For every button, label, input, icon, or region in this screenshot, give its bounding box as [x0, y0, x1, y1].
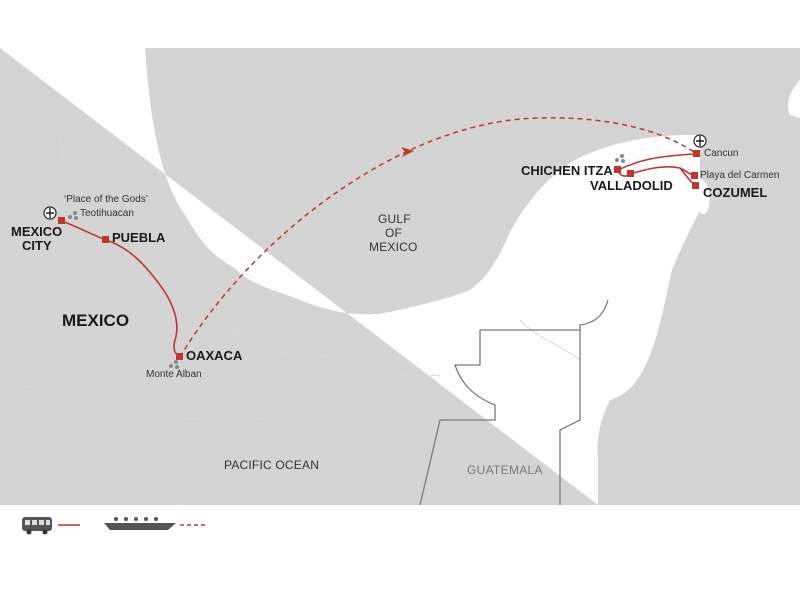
cozumel-island — [696, 178, 710, 215]
sea-label-gulf-line1: GULF — [378, 212, 411, 226]
stop-marker-icon — [693, 150, 700, 157]
airport-icon — [43, 206, 57, 220]
city-label-playa-del-carmen: Playa del Carmen — [700, 170, 780, 181]
pacific-ocean — [0, 386, 405, 505]
city-label-cozumel: COZUMEL — [703, 185, 768, 200]
city-label-mexico-city-line1: MEXICO — [11, 224, 63, 239]
direction-arrow-icon — [401, 147, 414, 157]
stop-marker-icon — [614, 166, 621, 173]
site-label-monte-alban: Monte Alban — [146, 369, 202, 380]
cuba-landmass — [788, 80, 800, 118]
borders — [419, 299, 609, 506]
stop-marker-icon — [692, 182, 699, 189]
bus-icon — [22, 517, 52, 535]
legend — [22, 517, 206, 535]
stop-marker-icon — [102, 236, 109, 243]
archaeological-site-icons — [68, 154, 625, 369]
sea-label-pacific: PACIFIC OCEAN — [224, 458, 320, 472]
city-label-oaxaca: OAXACA — [186, 348, 243, 363]
archaeological-site-icon — [615, 154, 625, 163]
archaeological-site-icon — [68, 211, 78, 220]
city-label-cancun: Cancun — [704, 148, 739, 159]
city-label-mexico-city-line2: CITY — [22, 238, 52, 253]
stop-marker-icon — [627, 170, 634, 177]
city-label-chichen-itza: CHICHEN ITZA — [521, 163, 613, 178]
sea-label-gulf-line3: MEXICO — [369, 240, 418, 254]
stop-marker-icon — [58, 217, 65, 224]
stop-marker-icon — [176, 353, 183, 360]
sea-label-gulf-line2: OF — [385, 226, 403, 240]
rivers — [9, 94, 581, 479]
mainland-landmass — [0, 48, 700, 505]
boat-icon — [104, 517, 176, 530]
stop-marker-icon — [691, 172, 698, 179]
country-label-mexico: MEXICO — [62, 311, 130, 330]
airport-icon — [693, 134, 707, 148]
site-label-teotihuacan-line1: ‘Place of the Gods’ — [64, 194, 148, 205]
city-label-puebla: PUEBLA — [112, 230, 166, 245]
city-label-valladolid: VALLADOLID — [590, 178, 673, 193]
site-label-teotihuacan-line2: Teotihuacan — [80, 208, 134, 219]
stop-markers — [58, 150, 700, 360]
country-label-guatemala: GUATEMALA — [467, 463, 543, 477]
archaeological-site-icon — [169, 360, 179, 369]
flight-route — [179, 117, 698, 358]
